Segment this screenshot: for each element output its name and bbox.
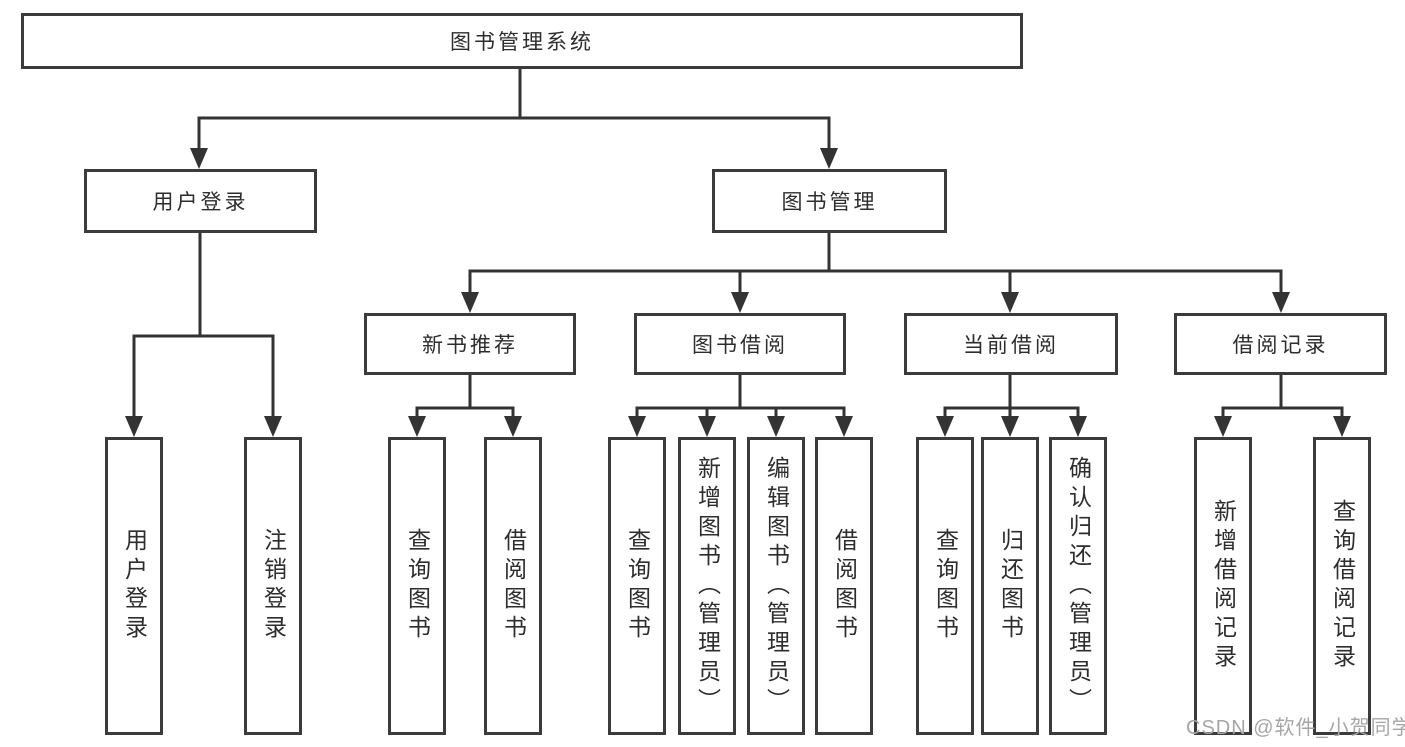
leaf-edit-books-admin-label: 编辑图书（管理员） (763, 455, 790, 717)
leaf-query-books-recommend-label: 查询图书 (404, 528, 431, 644)
node-book-borrowing-label: 图书借阅 (692, 334, 788, 357)
node-user-login-label: 用户登录 (152, 191, 249, 214)
leaf-add-borrow-record: 新增借阅记录 (1194, 437, 1252, 735)
arrowhead-icons (125, 148, 1351, 437)
node-book-management-label: 图书管理 (781, 191, 878, 214)
leaf-query-books-current-label: 查询图书 (932, 528, 959, 644)
node-root: 图书管理系统 (21, 13, 1023, 69)
leaf-return-books-label: 归还图书 (997, 528, 1024, 644)
leaf-return-books: 归还图书 (981, 437, 1039, 735)
leaf-borrow-books-borrowing-label: 借阅图书 (831, 528, 858, 644)
leaf-query-books-current: 查询图书 (916, 437, 974, 735)
leaf-query-books-borrowing-label: 查询图书 (624, 528, 651, 644)
leaf-edit-books-admin: 编辑图书（管理员） (747, 437, 805, 735)
leaf-query-borrow-record: 查询借阅记录 (1313, 437, 1371, 735)
node-user-login: 用户登录 (84, 169, 317, 233)
node-borrow-records: 借阅记录 (1174, 313, 1387, 375)
leaf-query-borrow-record-label: 查询借阅记录 (1329, 499, 1356, 673)
leaf-add-books-admin: 新增图书（管理员） (678, 437, 736, 735)
leaf-logout-label: 注销登录 (260, 528, 287, 644)
leaf-borrow-books-recommend-label: 借阅图书 (500, 528, 527, 644)
node-borrow-records-label: 借阅记录 (1232, 334, 1329, 357)
leaf-query-books-recommend: 查询图书 (388, 437, 446, 735)
leaf-user-login: 用户登录 (105, 437, 163, 735)
leaf-borrow-books-recommend: 借阅图书 (484, 437, 542, 735)
node-current-borrowing-label: 当前借阅 (963, 334, 1059, 357)
leaf-confirm-return-admin-label: 确认归还（管理员） (1065, 455, 1092, 717)
leaf-add-borrow-record-label: 新增借阅记录 (1210, 499, 1237, 673)
leaf-add-books-admin-label: 新增图书（管理员） (694, 455, 721, 717)
leaf-borrow-books-borrowing: 借阅图书 (815, 437, 873, 735)
leaf-query-books-borrowing: 查询图书 (608, 437, 666, 735)
node-new-book-recommend-label: 新书推荐 (422, 334, 518, 357)
csdn-watermark: CSDN @软件_小贺同学 (1186, 717, 1405, 739)
leaf-logout: 注销登录 (244, 437, 302, 735)
leaf-confirm-return-admin: 确认归还（管理员） (1049, 437, 1107, 735)
node-current-borrowing: 当前借阅 (904, 313, 1118, 375)
node-book-management: 图书管理 (712, 169, 947, 233)
leaf-user-login-label: 用户登录 (121, 528, 148, 644)
node-book-borrowing: 图书借阅 (634, 313, 846, 375)
node-new-book-recommend: 新书推荐 (364, 313, 576, 375)
node-root-label: 图书管理系统 (450, 31, 594, 54)
